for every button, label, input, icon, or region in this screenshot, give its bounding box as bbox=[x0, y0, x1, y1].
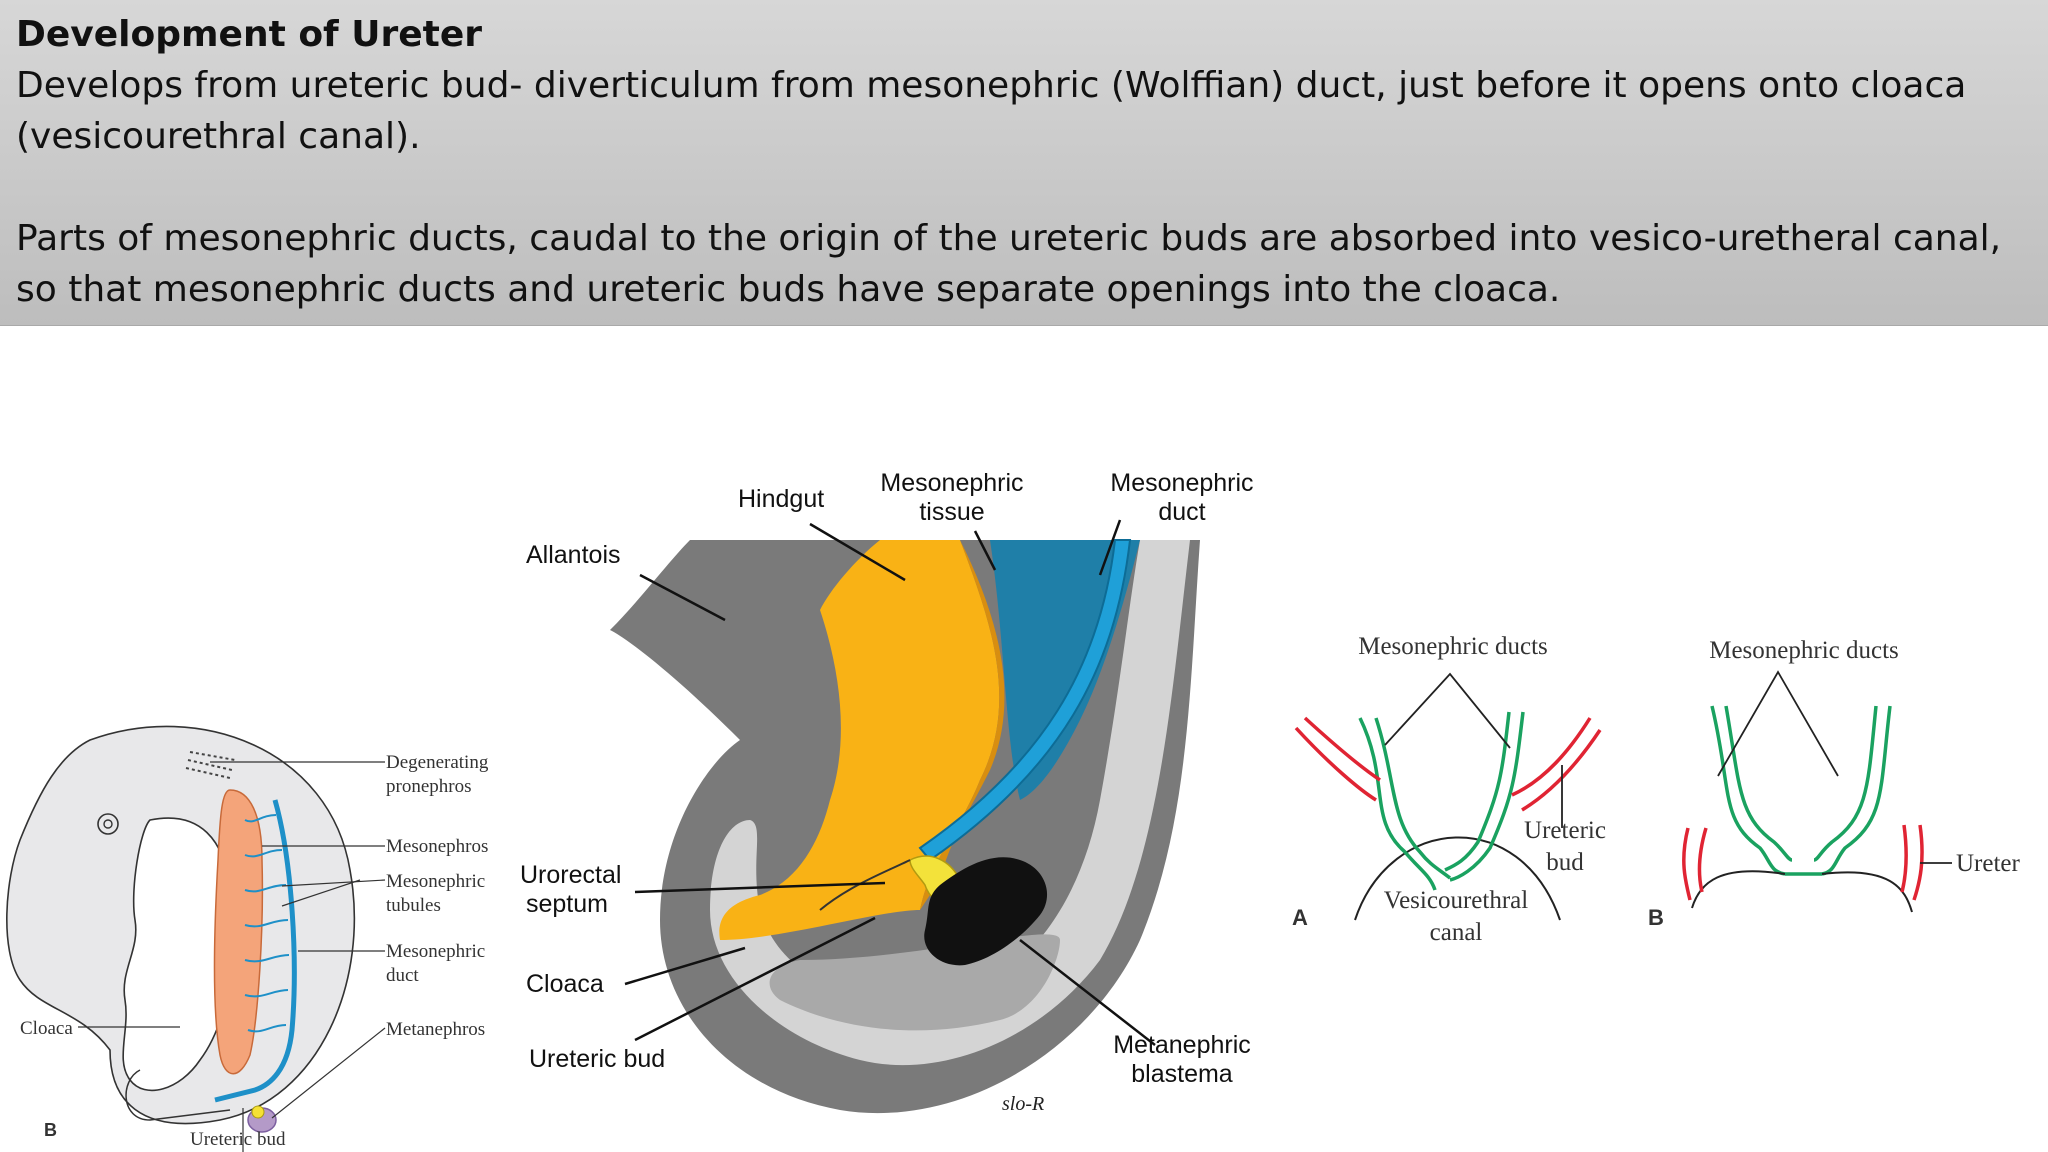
section-leader-lines bbox=[624, 519, 1156, 1046]
ducts-figure: Mesonephric ducts Ureteric bud Vesicoure… bbox=[1292, 633, 2021, 946]
ureteric-bud-a-right-2 bbox=[1521, 729, 1602, 812]
label-ureter-b: Ureter bbox=[1956, 850, 2021, 877]
cloaca-gray bbox=[769, 934, 1060, 1031]
canal-b-arc-right bbox=[1821, 871, 1913, 913]
label-cloaca-section: Cloaca bbox=[526, 970, 604, 998]
label-blastema-2: blastema bbox=[1131, 1060, 1233, 1088]
ureter-b-left-1 bbox=[1682, 827, 1692, 901]
label-degenerating-2: pronephros bbox=[386, 776, 471, 797]
canal-b-arc-left bbox=[1691, 870, 1786, 909]
ureteric-bud-dot bbox=[251, 1105, 265, 1119]
hindgut-orange bbox=[719, 540, 1000, 940]
detail-paragraph: Parts of mesonephric ducts, caudal to th… bbox=[16, 218, 2002, 310]
leader-lines bbox=[78, 761, 386, 1152]
duct-b-left-inner bbox=[1724, 705, 1793, 862]
label-mesonephros: Mesonephros bbox=[386, 836, 488, 857]
ureteric-bud-a-left-1 bbox=[1294, 726, 1377, 802]
inner-lumen-light bbox=[710, 540, 1190, 1066]
mesonephric-duct bbox=[214, 799, 297, 1103]
label-bud-a-1: Ureteric bbox=[1524, 817, 1606, 844]
eye-mark bbox=[97, 813, 119, 835]
label-canal-a-1: Vesicourethral bbox=[1384, 887, 1528, 914]
embryo-figure: Degenerating pronephros Mesonephros Meso… bbox=[6, 725, 489, 1152]
label-ducts-a: Mesonephric ducts bbox=[1358, 633, 1548, 660]
label-urorectal-1: Urorectal bbox=[520, 861, 621, 889]
duct-a-left-outer bbox=[1358, 717, 1437, 891]
label-mduct-1: Mesonephric bbox=[1110, 469, 1253, 497]
label-cloaca: Cloaca bbox=[20, 1018, 73, 1039]
label-metanephros: Metanephros bbox=[386, 1019, 485, 1040]
label-degenerating-1: Degenerating bbox=[386, 752, 489, 773]
urorectal-septum-line bbox=[819, 859, 911, 911]
ureter-b-right-2 bbox=[1900, 824, 1908, 893]
panel-label-a: A bbox=[1292, 905, 1308, 930]
vesicourethral-canal-arc bbox=[1354, 836, 1561, 921]
label-blastema-1: Metanephric bbox=[1113, 1031, 1251, 1059]
duct-b-left-outer bbox=[1710, 705, 1786, 876]
label-duct-2: duct bbox=[386, 965, 419, 986]
ureteric-bud-a-left-2 bbox=[1303, 716, 1381, 782]
duct-a-right-inner bbox=[1444, 711, 1511, 872]
ureter-b-left-2 bbox=[1697, 827, 1708, 893]
mesonephric-tubules bbox=[244, 814, 290, 1033]
label-mtissue-1: Mesonephric bbox=[880, 469, 1023, 497]
panel-label-b: B bbox=[44, 1120, 57, 1140]
label-mduct-2: duct bbox=[1158, 498, 1205, 526]
ducts-a-pointer bbox=[1384, 672, 1511, 749]
metanephric-blastema bbox=[924, 857, 1048, 966]
artist-signature: slo-R bbox=[1002, 1093, 1044, 1115]
duct-b-right-inner bbox=[1813, 705, 1878, 862]
label-tubules-2: tubules bbox=[386, 895, 441, 916]
label-bud-a-2: bud bbox=[1546, 849, 1584, 876]
label-duct-1: Mesonephric bbox=[386, 941, 485, 962]
label-ureteric-bud: Ureteric bud bbox=[190, 1129, 286, 1150]
label-hindgut: Hindgut bbox=[738, 485, 824, 513]
hindgut-loop bbox=[125, 1069, 231, 1121]
paragraph-gap bbox=[16, 162, 2032, 213]
panel-label-b-ducts: B bbox=[1648, 905, 1664, 930]
degenerating-pronephros bbox=[185, 751, 236, 779]
label-ureteric-bud-section: Ureteric bud bbox=[529, 1045, 665, 1073]
label-mtissue-2: tissue bbox=[919, 498, 984, 526]
label-ducts-b: Mesonephric ducts bbox=[1709, 637, 1899, 664]
label-canal-a-2: canal bbox=[1430, 919, 1483, 946]
panel-a: Mesonephric ducts Ureteric bud Vesicoure… bbox=[1292, 633, 1606, 946]
mesonephros bbox=[213, 789, 264, 1075]
label-allantois: Allantois bbox=[526, 541, 621, 569]
ducts-b-pointer bbox=[1717, 670, 1839, 777]
label-urorectal-2: septum bbox=[526, 890, 608, 918]
slide-title: Development of Ureter bbox=[16, 14, 483, 55]
section-figure: Hindgut Mesonephric tissue Mesonephric d… bbox=[520, 469, 1254, 1115]
duct-a-right-outer bbox=[1449, 711, 1525, 882]
duct-a-left-inner bbox=[1374, 717, 1452, 880]
ureter-b-right-1 bbox=[1912, 824, 1924, 901]
duct-b-right-outer bbox=[1821, 705, 1892, 876]
intro-paragraph: Develops from ureteric bud- diverticulum… bbox=[16, 65, 1967, 157]
label-tubules-1: Mesonephric bbox=[386, 871, 485, 892]
ureteric-bud-a-right-1 bbox=[1511, 717, 1592, 797]
panel-b: Mesonephric ducts Ureter B bbox=[1648, 637, 2021, 930]
slide-header: Development of Ureter Develops from uret… bbox=[0, 0, 2048, 326]
